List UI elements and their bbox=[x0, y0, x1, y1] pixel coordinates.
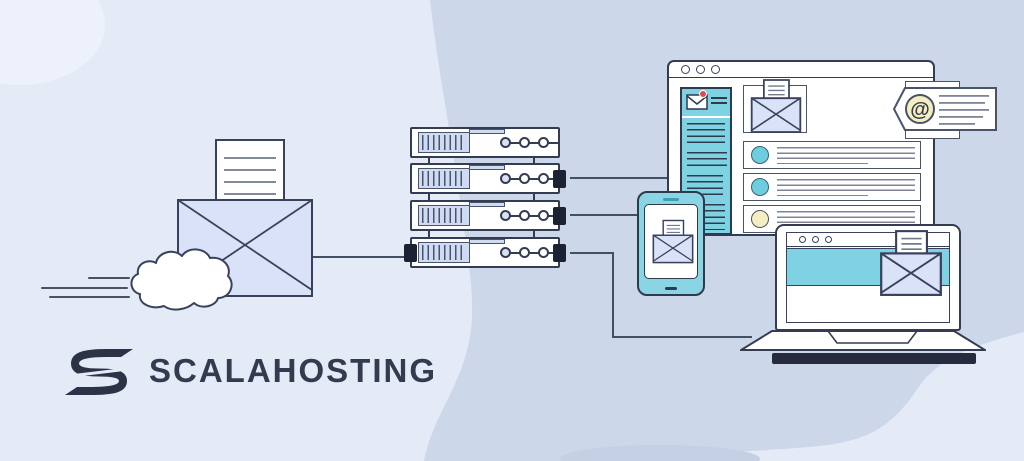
speed-line bbox=[49, 296, 130, 298]
at-tag: @ bbox=[893, 87, 997, 131]
led-circle bbox=[519, 210, 530, 221]
power-connector bbox=[553, 169, 566, 188]
power-connector bbox=[404, 243, 417, 262]
window-control-icon bbox=[711, 65, 720, 74]
envelope-letter-icon bbox=[750, 79, 802, 133]
vent-panel-icon bbox=[418, 242, 470, 263]
led-circle bbox=[538, 137, 549, 148]
avatar-circle bbox=[751, 210, 769, 228]
sidebar-text-lines bbox=[687, 123, 725, 146]
sidebar-header-line bbox=[711, 102, 727, 104]
speed-line bbox=[88, 277, 130, 279]
led-circle bbox=[519, 173, 530, 184]
led-circle bbox=[500, 247, 511, 258]
led-circle bbox=[500, 210, 511, 221]
brand-logo: SCALAHOSTING bbox=[65, 346, 437, 396]
browser-window bbox=[667, 60, 935, 236]
logo-mark-icon bbox=[65, 349, 133, 395]
server-unit-3 bbox=[410, 200, 566, 231]
sidebar-separator bbox=[682, 116, 730, 118]
connection-line-server-laptop-bottom bbox=[612, 336, 752, 338]
rack-joint bbox=[428, 230, 430, 237]
cloud-icon bbox=[130, 248, 233, 311]
connection-line-server-laptop bbox=[570, 252, 614, 254]
power-connector bbox=[553, 206, 566, 225]
phone-speaker bbox=[663, 198, 679, 201]
avatar-circle bbox=[751, 146, 769, 164]
server-tab bbox=[469, 202, 505, 207]
smartphone bbox=[637, 191, 705, 296]
mail-sidebar bbox=[680, 87, 732, 235]
phone-home-button bbox=[665, 287, 677, 290]
connection-line-server-laptop-vertical bbox=[612, 252, 614, 338]
vent-panel-icon bbox=[418, 168, 470, 189]
server-tab bbox=[469, 239, 505, 244]
window-control-icon bbox=[696, 65, 705, 74]
led-circle bbox=[519, 247, 530, 258]
rack-joint bbox=[533, 230, 535, 237]
vent-panel-icon bbox=[418, 132, 470, 153]
new-mail-panel bbox=[743, 79, 807, 133]
rack-joint bbox=[428, 193, 430, 200]
sidebar-header-line bbox=[711, 97, 727, 99]
speed-line bbox=[41, 287, 128, 289]
avatar-circle bbox=[751, 178, 769, 196]
envelope-letter-icon bbox=[880, 230, 942, 296]
led-circle bbox=[538, 210, 549, 221]
vent-panel-icon bbox=[418, 205, 470, 226]
sidebar-text-lines bbox=[687, 152, 727, 169]
email-row bbox=[743, 173, 921, 201]
phone-screen bbox=[644, 204, 698, 279]
led-wire bbox=[502, 251, 558, 254]
inbox-envelope-icon bbox=[686, 94, 708, 110]
window-titlebar bbox=[787, 233, 949, 247]
server-tab bbox=[469, 129, 505, 134]
connection-line-envelope-server bbox=[312, 256, 404, 258]
window-control-icon bbox=[812, 236, 819, 243]
connection-line-server-phone bbox=[570, 214, 638, 216]
server-unit-4 bbox=[404, 237, 566, 268]
led-circle bbox=[538, 173, 549, 184]
tag-text-lines bbox=[939, 95, 989, 125]
laptop-screen bbox=[775, 224, 961, 331]
email-text-lines bbox=[777, 147, 915, 164]
rack-joint bbox=[428, 157, 430, 164]
led-circle bbox=[519, 137, 530, 148]
server-tab bbox=[469, 165, 505, 170]
logo-text: SCALAHOSTING bbox=[149, 352, 437, 389]
at-symbol: @ bbox=[910, 99, 930, 121]
notification-dot bbox=[699, 90, 707, 98]
led-wire bbox=[502, 141, 558, 144]
server-unit-1 bbox=[410, 127, 560, 158]
led-wire bbox=[502, 177, 558, 180]
email-text-lines bbox=[777, 179, 915, 196]
power-connector bbox=[553, 243, 566, 262]
led-wire bbox=[502, 214, 558, 217]
window-titlebar bbox=[669, 62, 933, 78]
window-control-icon bbox=[681, 65, 690, 74]
laptop-base bbox=[740, 330, 986, 364]
led-circle bbox=[500, 173, 511, 184]
window-control-icon bbox=[825, 236, 832, 243]
email-row bbox=[743, 141, 921, 169]
connection-line-server-browser bbox=[570, 177, 667, 179]
window-control-icon bbox=[799, 236, 806, 243]
laptop-browser-window bbox=[786, 230, 950, 323]
rack-joint bbox=[533, 157, 535, 164]
led-circle bbox=[500, 137, 511, 148]
led-circle bbox=[538, 247, 549, 258]
envelope-letter-icon bbox=[652, 219, 694, 264]
server-unit-2 bbox=[410, 163, 566, 194]
rack-joint bbox=[533, 193, 535, 200]
